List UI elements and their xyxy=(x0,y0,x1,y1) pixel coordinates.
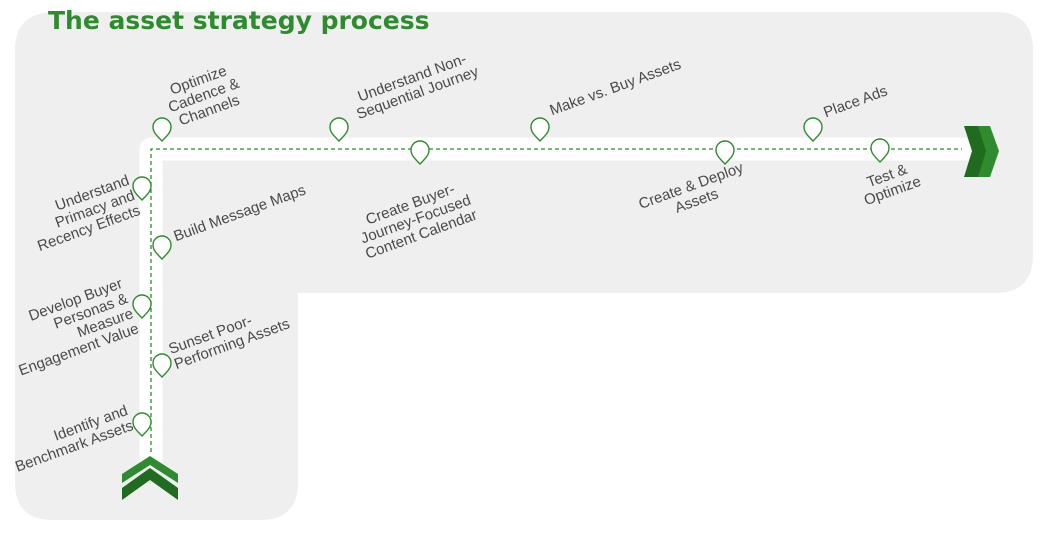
map-pin-icon xyxy=(715,140,735,165)
map-pin-icon xyxy=(152,117,172,142)
map-pin-icon xyxy=(152,235,172,260)
map-pin-icon xyxy=(329,117,349,142)
map-pin-icon xyxy=(132,294,152,319)
map-pin-icon xyxy=(132,412,152,437)
map-pin-icon xyxy=(132,176,152,201)
chevron-right-double-icon xyxy=(964,126,999,177)
map-pin-icon xyxy=(410,140,430,165)
dashed-route xyxy=(150,148,962,452)
page-title: The asset strategy process xyxy=(48,6,430,35)
map-pin-icon xyxy=(870,138,890,163)
map-pin-icon xyxy=(152,353,172,378)
markers xyxy=(132,117,890,437)
map-pin-icon xyxy=(530,117,550,142)
chevron-up-double-icon xyxy=(122,456,178,500)
map-pin-icon xyxy=(803,117,823,142)
